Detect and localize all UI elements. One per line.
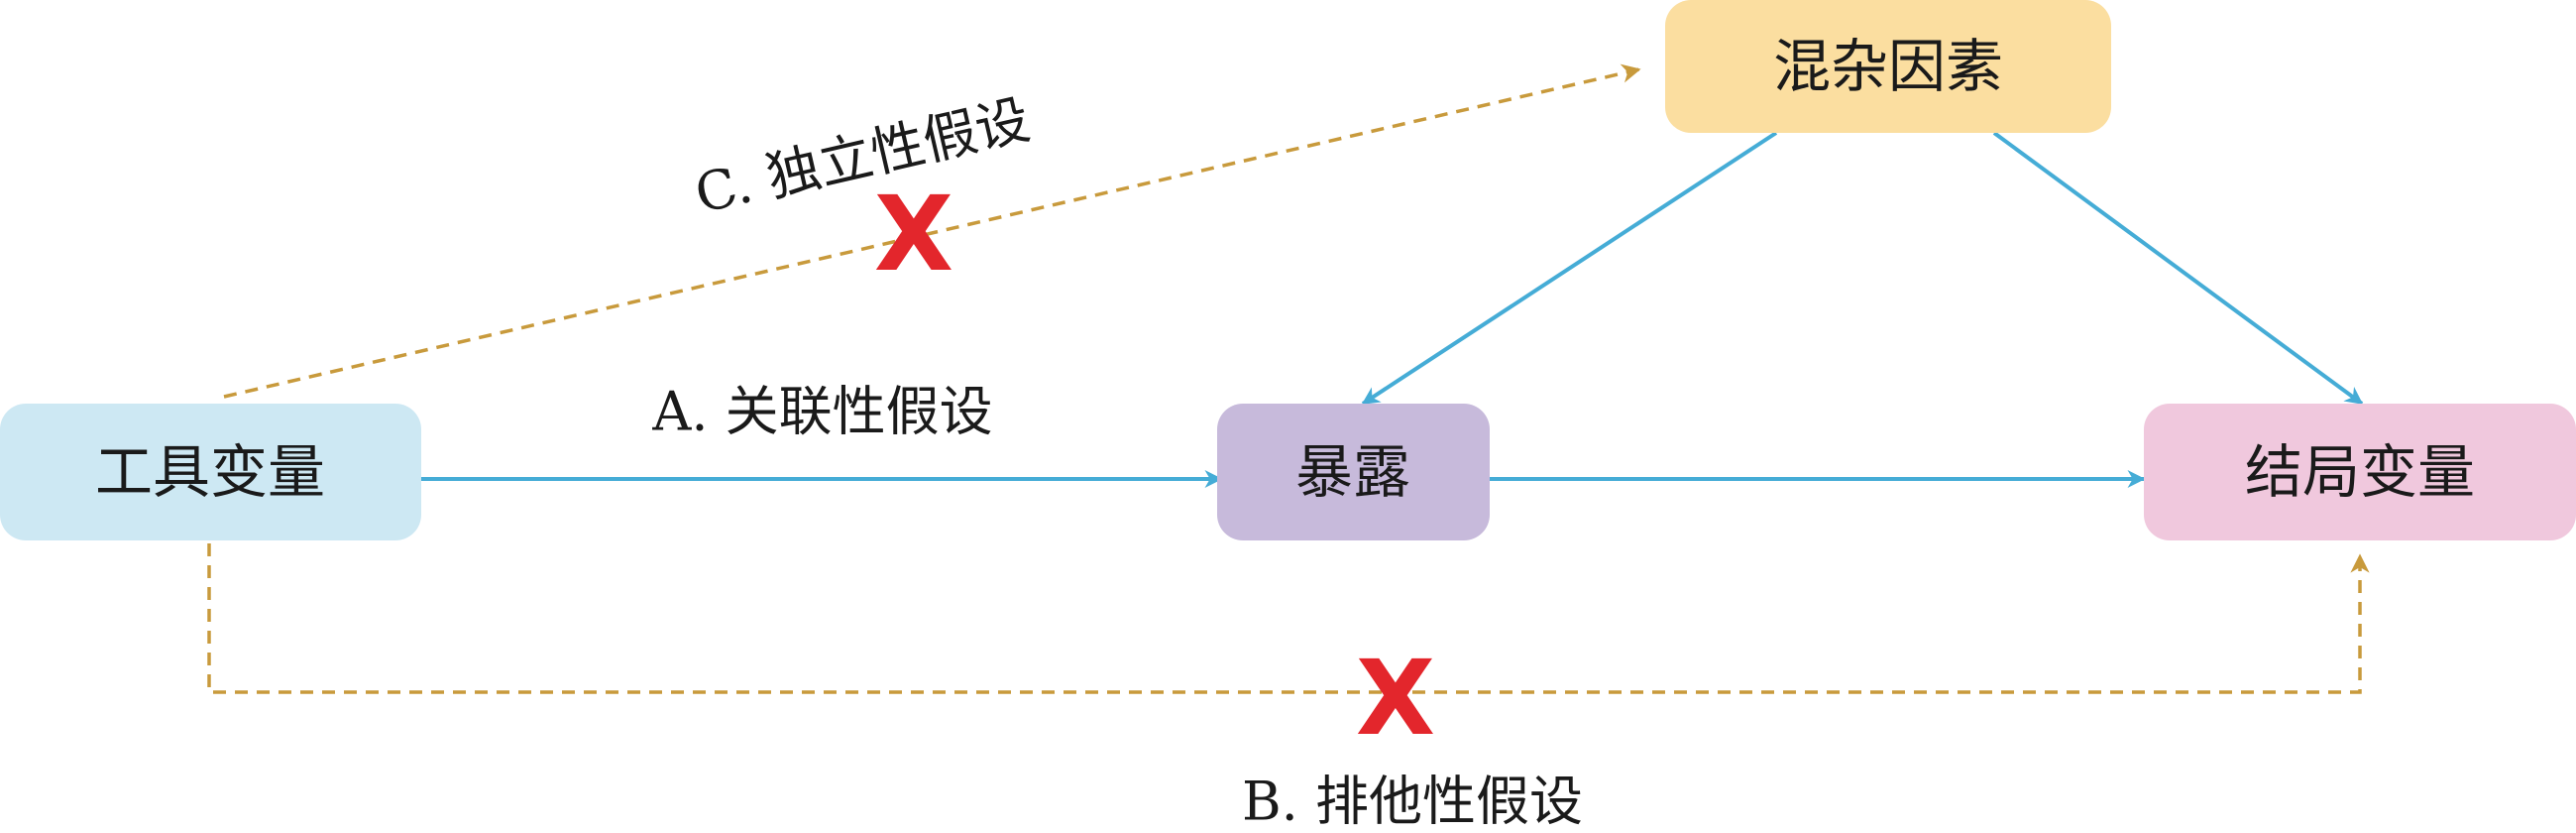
node-confounder-label: 混杂因素 bbox=[1773, 33, 2003, 100]
node-instrument: 工具变量 bbox=[0, 404, 421, 540]
node-outcome-label: 结局变量 bbox=[2245, 438, 2475, 506]
edge-confounder-to-outcome bbox=[1992, 131, 2364, 406]
edge-confounder-to-exposure bbox=[1361, 131, 1778, 406]
node-exposure: 暴露 bbox=[1217, 404, 1490, 540]
cross-mark-independence: X bbox=[874, 174, 953, 295]
cross-mark-exclusion: X bbox=[1356, 638, 1435, 759]
independence-assumption-label: C. 独立性假设 bbox=[689, 88, 1035, 226]
node-outcome: 结局变量 bbox=[2144, 404, 2576, 540]
exclusion-assumption-label: B. 排他性假设 bbox=[1242, 771, 1583, 833]
node-confounder: 混杂因素 bbox=[1665, 0, 2111, 133]
relevance-assumption-label: A. 关联性假设 bbox=[651, 381, 992, 443]
edge-instrument-to-confounder-dashed bbox=[223, 63, 1641, 399]
node-exposure-label: 暴露 bbox=[1295, 438, 1410, 506]
edge-instrument-to-outcome-dashed bbox=[207, 543, 2370, 694]
node-instrument-label: 工具变量 bbox=[95, 438, 325, 506]
